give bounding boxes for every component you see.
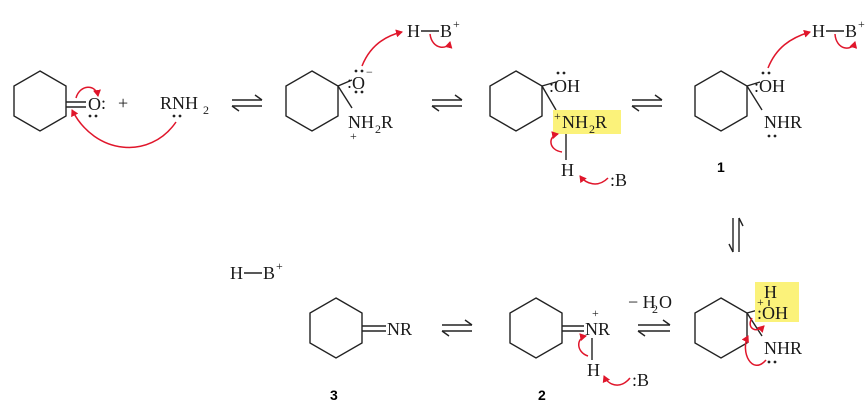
curved-arrow-n-lone-pair	[741, 335, 767, 367]
curved-arrow-protonation-2	[767, 29, 811, 69]
imine-3: NR 3	[309, 297, 412, 403]
secondary-amine-2: NHR	[764, 338, 802, 358]
carbinolamine-1: : OH NHR 1	[694, 70, 802, 175]
base-b-2: :B	[632, 370, 649, 390]
svg-text:H: H	[812, 21, 825, 41]
zwitterionic-hemiaminal: : OH + NH 2 R H :B	[489, 70, 627, 190]
svg-text:+: +	[554, 109, 561, 123]
svg-text:RNH: RNH	[160, 93, 198, 113]
alkoxide-intermediate: O : − NH 2 R +	[285, 65, 393, 143]
svg-text:2: 2	[589, 122, 595, 136]
svg-text:+: +	[453, 17, 460, 31]
svg-text:2: 2	[203, 103, 209, 117]
primary-amine: RNH 2	[160, 93, 209, 118]
hydroxyl-1: OH	[759, 76, 785, 96]
curved-arrow-hb-bond-1	[429, 33, 453, 49]
loss-of-water: − H 2 O	[628, 292, 672, 316]
curved-arrow-base-deprotonation	[579, 175, 609, 185]
curved-arrow-co-cleavage	[749, 317, 765, 334]
acid-hb-3: H B +	[230, 259, 283, 283]
hydroxyl: OH	[554, 76, 580, 96]
svg-text:2: 2	[652, 302, 658, 316]
equilibrium-arrow-2	[431, 94, 463, 112]
oxonium-oh: OH	[762, 303, 788, 323]
curved-arrow-nucleophilic-attack	[71, 109, 177, 149]
compound-label-2: 2	[538, 387, 546, 403]
svg-text:2: 2	[375, 122, 381, 136]
cyclohexanone: O :	[13, 70, 106, 132]
svg-text::: :	[549, 76, 554, 96]
imine-nitrogen: NR	[387, 319, 412, 339]
base-b: :B	[610, 170, 627, 190]
curved-arrow-base-deprotonation-2	[602, 375, 631, 386]
negative-charge: −	[366, 65, 373, 79]
oxygen-lone-pair: :	[101, 93, 106, 113]
curved-arrow-co-pi	[75, 86, 101, 99]
svg-text:R: R	[595, 112, 607, 132]
equilibrium-arrow-1	[231, 94, 263, 112]
equilibrium-arrow-5	[637, 319, 671, 337]
positive-charge: +	[350, 129, 357, 143]
acid-hb-1: H B +	[407, 17, 460, 41]
ammonium-nitrogen: NH	[348, 112, 374, 132]
svg-text::: :	[347, 72, 352, 92]
svg-text:B: B	[263, 263, 275, 283]
svg-text:O: O	[659, 292, 672, 312]
svg-text:+: +	[276, 259, 283, 273]
equilibrium-arrow-vertical	[728, 217, 744, 253]
svg-text:+: +	[858, 17, 865, 31]
svg-text:B: B	[440, 21, 452, 41]
iminium-nitrogen: NR	[585, 319, 610, 339]
equilibrium-arrow-3	[631, 94, 663, 112]
svg-text:H: H	[230, 263, 243, 283]
compound-label-3: 3	[330, 387, 338, 403]
svg-text:− H: − H	[628, 292, 656, 312]
svg-text::: :	[754, 76, 759, 96]
svg-text:H: H	[407, 21, 420, 41]
svg-text:B: B	[845, 21, 857, 41]
curved-arrow-nh-bond	[550, 131, 563, 153]
alkoxide-oxygen: O	[352, 73, 365, 93]
equilibrium-arrow-4	[441, 319, 473, 337]
iminium-nh-proton: H	[587, 360, 600, 380]
acid-hb-2: H B +	[812, 17, 865, 41]
ammonium-group: NH	[562, 112, 588, 132]
svg-text:+: +	[757, 295, 764, 309]
carbonyl-oxygen: O	[88, 94, 101, 114]
protonated-carbinolamine: H + : OH NHR	[694, 282, 802, 364]
secondary-amine-1: NHR	[764, 112, 802, 132]
curved-arrow-nh-bond-2	[578, 333, 589, 357]
nh-proton: H	[561, 160, 574, 180]
curved-arrow-protonation-1	[361, 29, 403, 67]
oxonium-proton: H	[764, 282, 777, 302]
iminium-2: NR + H :B 2	[509, 297, 649, 403]
highlight-oxonium	[755, 282, 799, 322]
curved-arrow-hb-bond-2	[834, 33, 858, 49]
highlight-ammonium	[553, 110, 621, 134]
svg-text:R: R	[381, 112, 393, 132]
plus-sign: +	[118, 93, 128, 113]
compound-label-1: 1	[717, 159, 725, 175]
svg-text::: :	[757, 303, 762, 323]
svg-text:+: +	[592, 306, 599, 320]
